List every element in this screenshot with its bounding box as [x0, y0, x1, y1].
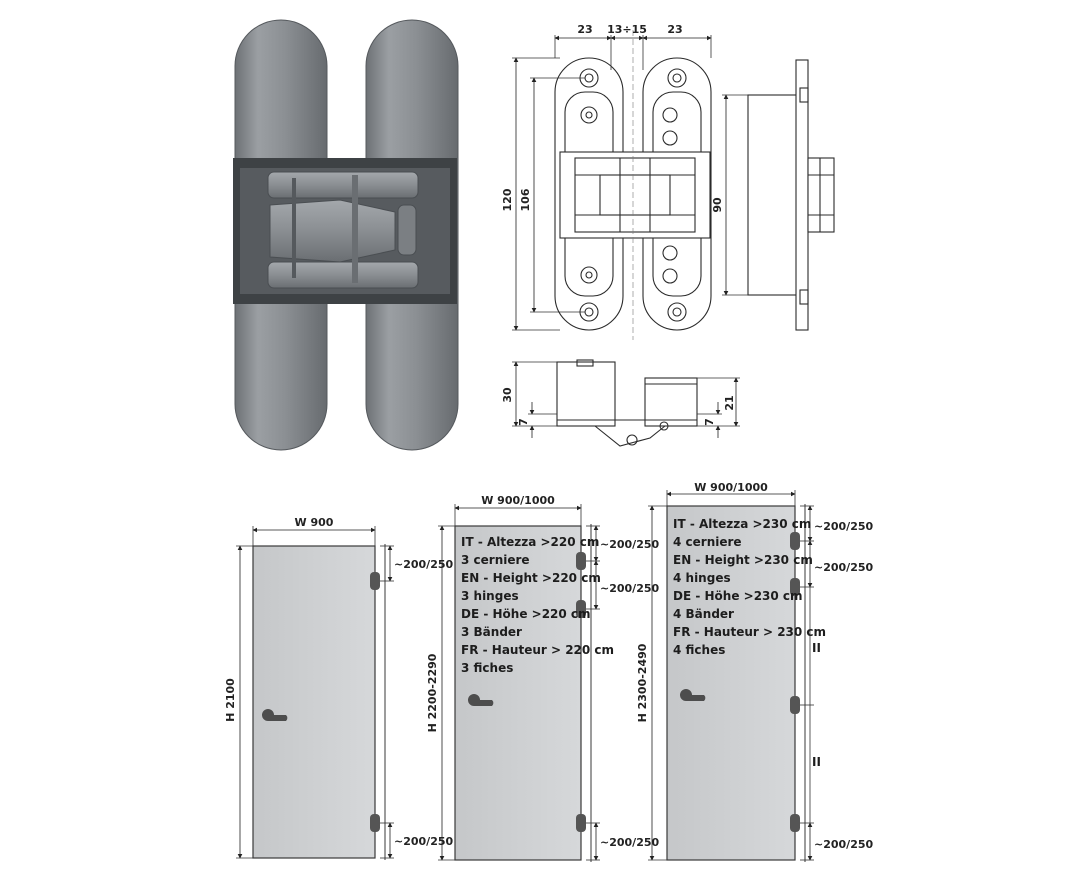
door-3-equal-mark-2: II [812, 755, 821, 769]
door-3-line-3: EN - Height >230 cm [673, 553, 813, 567]
dim-depth-right: 21 [723, 395, 736, 410]
door-3-line-5: DE - Höhe >230 cm [673, 589, 803, 603]
door-3-line-7: FR - Hauteur > 230 cm [673, 625, 826, 639]
hinge-photo [233, 19, 459, 451]
door-2-line-5: DE - Höhe >220 cm [461, 607, 591, 621]
door-2-line-2: 3 cerniere [461, 553, 530, 567]
hinge-side-view: 90 [711, 59, 835, 331]
door-3-mid-gap: ~200/250 [814, 561, 874, 574]
door-2-bottom-gap: ~200/250 [600, 836, 660, 849]
door-2-height: H 2200-2290 [426, 653, 439, 732]
door-1-height: H 2100 [224, 678, 237, 722]
height-dimensions: 120 106 [501, 57, 585, 331]
door-2-line-8: 3 fiches [461, 661, 513, 675]
door-3: W 900/1000 H 2300-2490 IT - Altezza >230… [636, 481, 874, 862]
dim-depth-total: 30 [501, 387, 514, 403]
door-2: W 900/1000 H 2200-2290 IT - Altezza >220… [426, 494, 660, 862]
door-3-height: H 2300-2490 [636, 643, 649, 722]
dim-height-inner: 106 [519, 188, 532, 211]
dim-height-total: 120 [501, 188, 514, 211]
door-3-line-2: 4 cerniere [673, 535, 742, 549]
width-dimensions: 23 13÷15 23 [554, 23, 712, 70]
door-2-line-7: FR - Hauteur > 220 cm [461, 643, 614, 657]
door-2-width: W 900/1000 [481, 494, 555, 507]
door-2-line-3: EN - Height >220 cm [461, 571, 601, 585]
door-3-line-4: 4 hinges [673, 571, 731, 585]
door-2-top-gap: ~200/250 [600, 538, 660, 551]
dim-width-left: 23 [577, 23, 592, 36]
dim-height-side: 90 [711, 197, 724, 213]
dim-depth-bottom-right: 7 [703, 418, 716, 426]
door-2-line-6: 3 Bänder [461, 625, 522, 639]
door-3-bottom-gap: ~200/250 [814, 838, 874, 851]
door-3-line-8: 4 fiches [673, 643, 725, 657]
door-1-bottom-gap: ~200/250 [394, 835, 454, 848]
hinge-front-view [554, 30, 712, 340]
door-3-line-6: 4 Bänder [673, 607, 734, 621]
door-2-mid-gap: ~200/250 [600, 582, 660, 595]
dim-depth-bottom-left: 7 [517, 418, 530, 426]
door-3-top-gap: ~200/250 [814, 520, 874, 533]
door-2-line-1: IT - Altezza >220 cm [461, 535, 599, 549]
door-1-top-gap: ~200/250 [394, 558, 454, 571]
door-2-line-4: 3 hinges [461, 589, 519, 603]
hinge-plan-view: 30 7 21 7 [501, 359, 740, 447]
door-1-width: W 900 [295, 516, 334, 529]
door-1: W 900 H 2100 ~200/250 ~200/250 [224, 516, 454, 860]
door-3-equal-mark-1: II [812, 641, 821, 655]
dim-width-right: 23 [667, 23, 682, 36]
door-3-line-1: IT - Altezza >230 cm [673, 517, 811, 531]
door-3-width: W 900/1000 [694, 481, 768, 494]
dim-width-gap: 13÷15 [607, 23, 647, 36]
